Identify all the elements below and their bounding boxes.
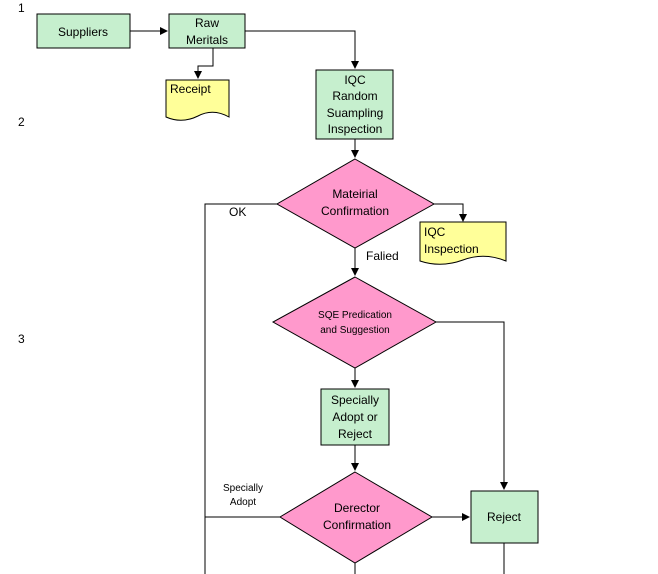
- node-material-confirmation: Mateirial Confirmation: [275, 158, 436, 249]
- node-receipt: Receipt: [165, 79, 230, 121]
- line-ok: [204, 203, 277, 574]
- node-iqc-inspection-line-1: IQC: [424, 225, 446, 239]
- node-suppliers-label: Suppliers: [58, 25, 108, 39]
- edge-label-ok: OK: [229, 205, 246, 219]
- node-raw-materials-line-1: Raw: [195, 16, 219, 30]
- node-iqc-sampling-line-3: Suampling: [327, 106, 384, 120]
- node-specially-line-1: Specially: [331, 393, 379, 407]
- arrow-material-to-iqc-inspection: [434, 203, 467, 222]
- node-raw-materials-line-2: Meritals: [186, 33, 228, 47]
- edge-label-specially-adopt-line-2: Adopt: [230, 497, 256, 508]
- node-raw-materials: Raw Meritals: [168, 13, 246, 49]
- row-number-1: 1: [18, 1, 25, 15]
- row-number-2: 2: [18, 115, 25, 129]
- arrow-raw-to-iqc: [245, 30, 359, 69]
- edge-label-specially-adopt-line-1: Specially: [223, 483, 263, 494]
- node-material-line-1: Mateirial: [332, 187, 377, 201]
- node-material-line-2: Confirmation: [321, 204, 389, 218]
- node-sqe-line-1: SQE Predication: [318, 310, 392, 321]
- node-iqc-sampling-line-1: IQC: [344, 73, 366, 87]
- node-specially-line-2: Adopt or: [332, 410, 377, 424]
- node-receipt-label: Receipt: [170, 82, 211, 96]
- node-specially-line-3: Reject: [338, 427, 373, 441]
- node-suppliers: Suppliers: [36, 13, 131, 49]
- node-specially-adopt-reject: Specially Adopt or Reject: [320, 388, 390, 446]
- node-director-confirmation: Derector Confirmation: [279, 471, 433, 564]
- node-iqc-inspection: IQC Inspection: [419, 221, 507, 265]
- node-sqe-line-2: and Suggestion: [320, 325, 390, 336]
- node-iqc-sampling: IQC Random Suampling Inspection: [315, 69, 394, 140]
- node-iqc-sampling-line-4: Inspection: [328, 122, 383, 136]
- node-director-line-1: Derector: [334, 501, 380, 515]
- node-sqe-prediction: SQE Predication and Suggestion: [271, 276, 438, 369]
- node-iqc-inspection-line-2: Inspection: [424, 242, 479, 256]
- arrow-sqe-to-reject: [436, 321, 508, 490]
- connectors: [130, 27, 508, 574]
- node-reject: Reject: [470, 490, 539, 544]
- arrow-raw-to-receipt: [194, 48, 214, 79]
- edge-label-failed: Falied: [366, 249, 399, 263]
- node-director-line-2: Confirmation: [323, 518, 391, 532]
- node-reject-label: Reject: [487, 510, 522, 524]
- node-iqc-sampling-line-2: Random: [332, 89, 377, 103]
- row-number-3: 3: [18, 332, 25, 346]
